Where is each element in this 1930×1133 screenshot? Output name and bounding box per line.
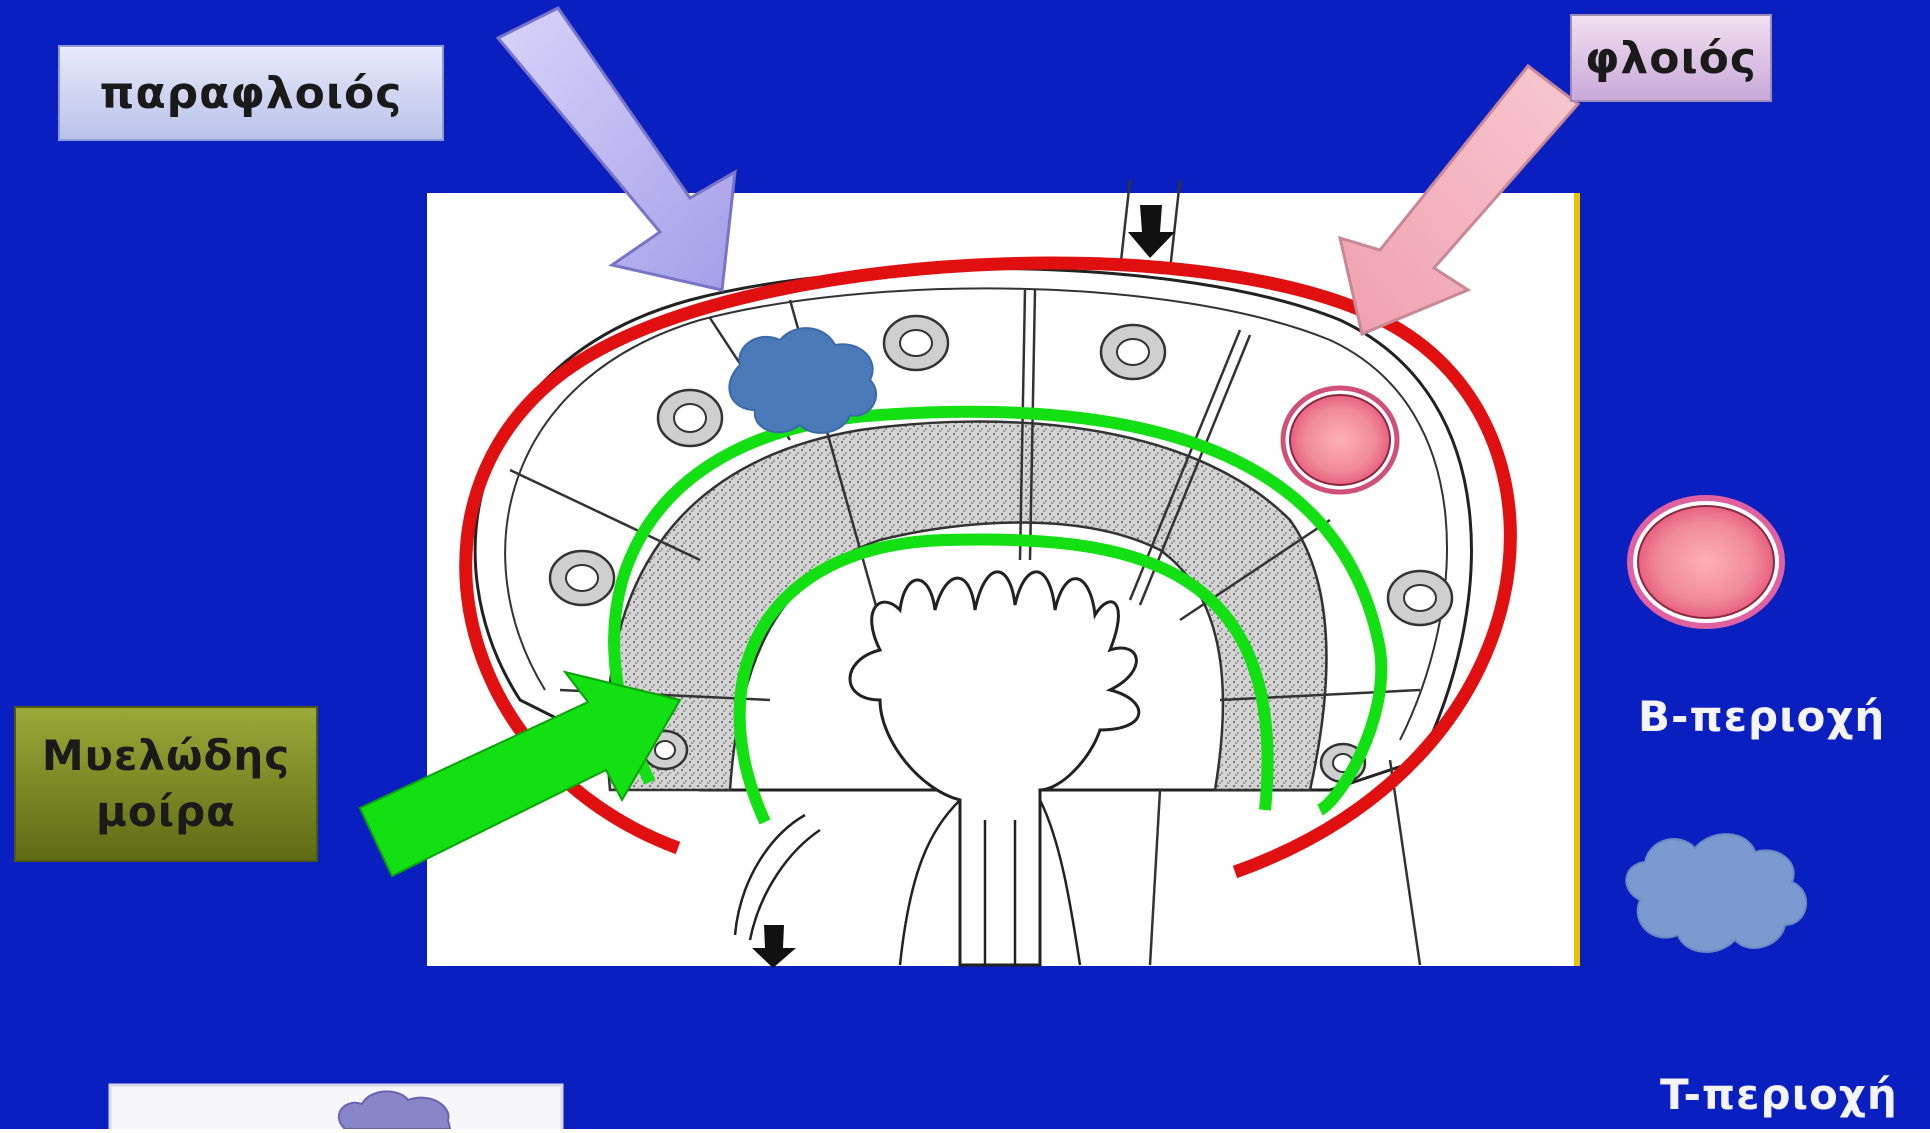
label-medulla: Μυελώδης μοίρα — [14, 706, 318, 862]
label-cortex: φλοιός — [1570, 14, 1772, 102]
legend-t-region-label: T-περιοχή — [1660, 1070, 1898, 1119]
label-medulla-line2: μοίρα — [96, 784, 236, 840]
inset-image-fragment — [110, 1085, 562, 1129]
legend-b-region-icon — [1630, 498, 1782, 626]
label-paracortex: παραφλοιός — [58, 45, 444, 141]
legend-b-region-label: B-περιοχή — [1638, 692, 1885, 741]
label-cortex-text: φλοιός — [1585, 33, 1757, 84]
b-cell-follicle — [1283, 388, 1397, 492]
label-medulla-line1: Μυελώδης — [42, 728, 290, 784]
label-paracortex-text: παραφλοιός — [100, 68, 403, 119]
